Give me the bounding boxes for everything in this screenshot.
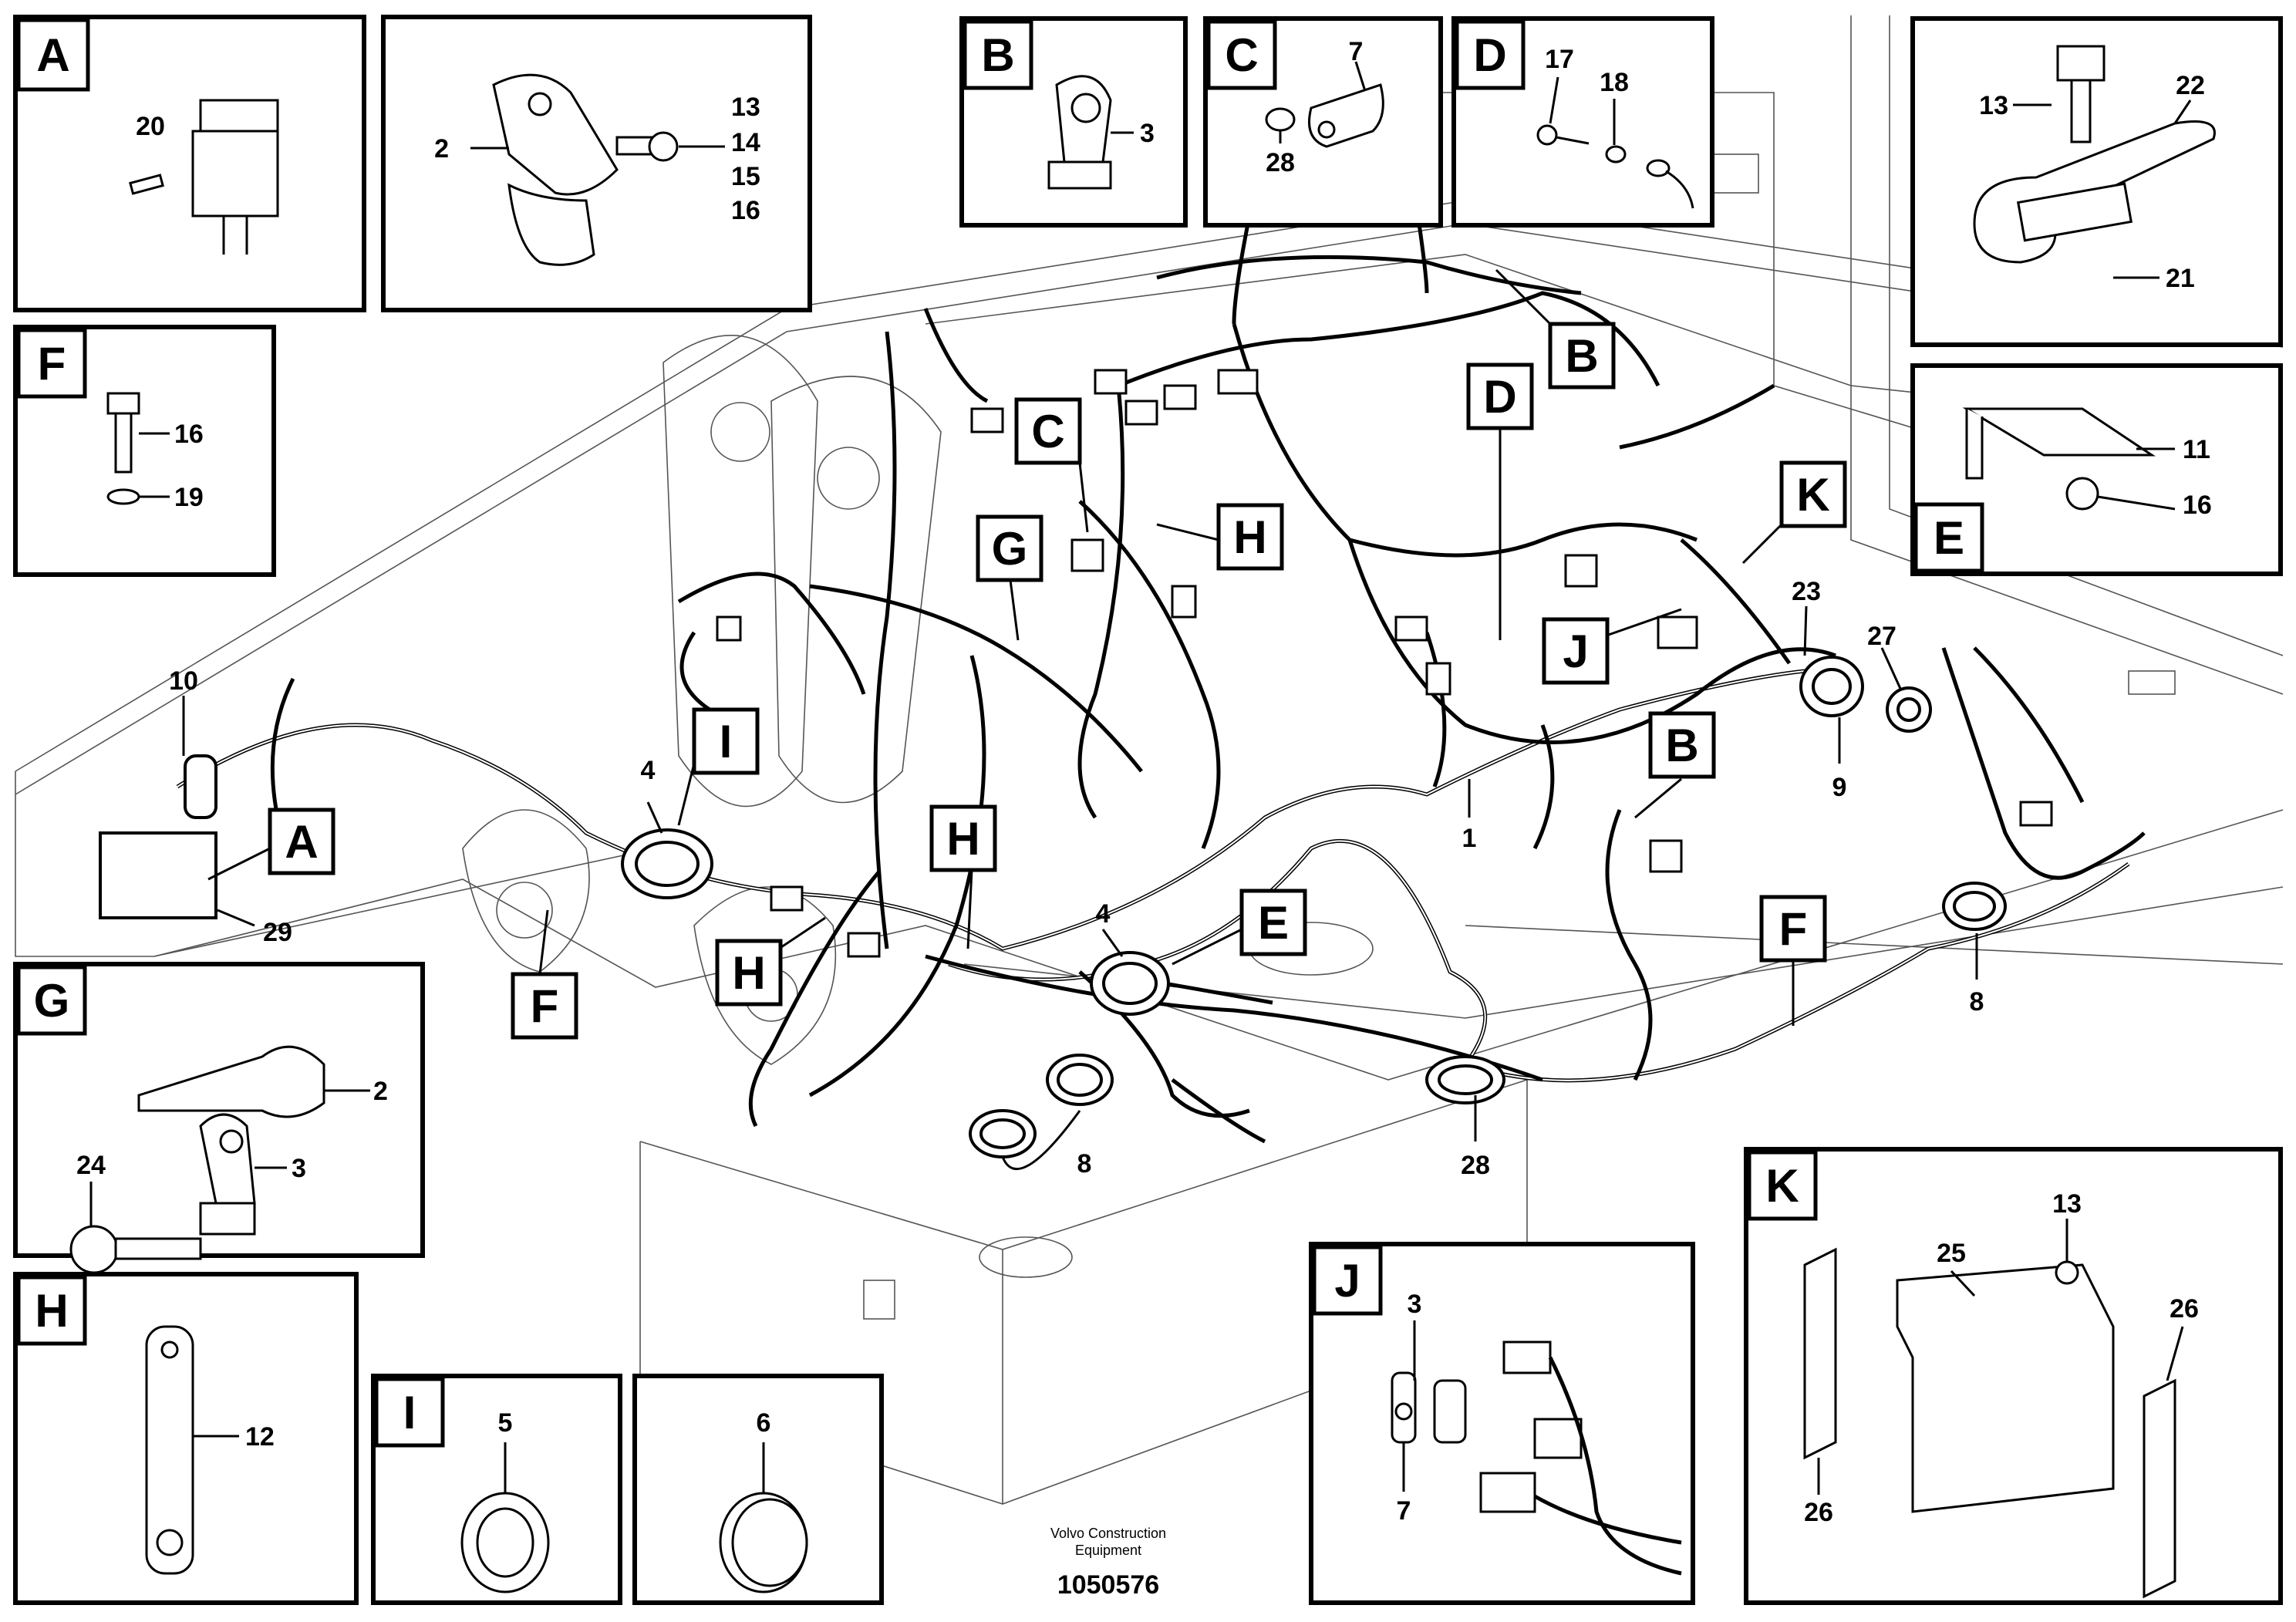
publisher-line-2: Equipment	[1075, 1543, 1141, 1558]
part-number-26: 26	[1804, 1498, 1833, 1527]
part-number-13: 13	[731, 93, 760, 122]
connectors	[716, 369, 2053, 958]
panel-letter: H	[35, 1285, 68, 1337]
panel-letter: E	[1934, 512, 1964, 564]
panel-letter: D	[1473, 29, 1506, 81]
panel-letter: K	[1765, 1160, 1799, 1212]
callout-tag-e: E	[1258, 897, 1289, 949]
panel-i: I 5	[371, 1374, 622, 1605]
panel-c: C 7 28	[1203, 16, 1443, 228]
panel-f: F 16 19	[13, 325, 276, 577]
panel-e: E 11 16	[1910, 363, 2283, 576]
panel-letter: I	[403, 1387, 416, 1438]
callout-tag-f: F	[1779, 903, 1808, 955]
part-number-2: 2	[373, 1077, 388, 1106]
panel-letter: B	[981, 29, 1014, 81]
callout-tag-a: A	[285, 816, 318, 868]
panel-clip-detail: 2 13 14 15 16	[381, 15, 812, 312]
part-number-20: 20	[136, 112, 165, 141]
callout-tags: A B B C D E F F G H	[207, 268, 1847, 1040]
panel-b: B 3	[959, 16, 1188, 228]
callout-number-4: 4	[641, 756, 656, 785]
callout-number-10: 10	[169, 666, 198, 696]
callout-numbers: 1 4 4 8 8 9 10 23 27 28 29	[169, 577, 1984, 1180]
part-number-25: 25	[1937, 1239, 1966, 1268]
panel-g: G 2 3 24	[13, 962, 425, 1274]
part-number-11: 11	[2183, 435, 2210, 464]
part-number-6: 6	[757, 1408, 771, 1438]
part-number-19: 19	[174, 483, 204, 512]
part-number-24: 24	[76, 1151, 106, 1180]
part-number-13: 13	[2052, 1189, 2082, 1219]
part-number-15: 15	[731, 162, 760, 191]
panel-letter: C	[1225, 29, 1258, 81]
callout-tag-j: J	[1563, 626, 1588, 677]
panel-letter: J	[1334, 1255, 1360, 1307]
part-number-5: 5	[498, 1408, 513, 1438]
part-number-17: 17	[1545, 45, 1574, 74]
callout-tag-h: H	[1233, 511, 1266, 563]
callout-number-8: 8	[1970, 987, 1984, 1017]
callout-tag-d: D	[1483, 371, 1516, 423]
part-number-16: 16	[2183, 491, 2212, 520]
callout-number-29: 29	[263, 918, 292, 947]
part-number-3: 3	[1408, 1290, 1422, 1319]
callout-number-28: 28	[1461, 1151, 1490, 1180]
callout-number-23: 23	[1792, 577, 1821, 606]
panel-j: J 3 7	[1309, 1242, 1695, 1605]
callout-tag-g: G	[992, 523, 1028, 575]
document-number: 1050576	[1057, 1570, 1159, 1600]
panel-letter-box	[16, 18, 90, 92]
callout-tag-b: B	[1565, 330, 1598, 382]
panel-letter: F	[38, 338, 66, 389]
part-number-14: 14	[731, 128, 760, 157]
callout-number-27: 27	[1867, 622, 1896, 651]
grommets	[99, 656, 2007, 1158]
callout-tag-i: I	[720, 716, 733, 767]
callout-number-9: 9	[1832, 773, 1847, 802]
main-assembly	[15, 15, 2284, 1505]
part-number-18: 18	[1600, 68, 1629, 97]
callout-tag-c: C	[1031, 406, 1064, 457]
panel-a: A 20	[13, 15, 366, 312]
part-number-7: 7	[1349, 37, 1364, 66]
panel-d: D 17 18	[1451, 16, 1714, 228]
callout-tag-f: F	[531, 980, 559, 1032]
part-number-16: 16	[731, 196, 760, 225]
callout-tag-h: H	[732, 947, 765, 999]
panel-letter: G	[34, 975, 70, 1027]
panel-clamp-detail: 13 22 21	[1910, 16, 2283, 347]
callout-number-4: 4	[1096, 899, 1111, 929]
part-number-3: 3	[292, 1154, 306, 1183]
footer: Volvo Construction Equipment 1050576	[1050, 1526, 1166, 1600]
wire-harness	[176, 215, 2146, 1144]
panel-k: K 25 13 26 26	[1744, 1147, 2283, 1605]
callout-tag-b: B	[1665, 720, 1698, 771]
part-number-3: 3	[1140, 119, 1155, 148]
callout-number-1: 1	[1462, 824, 1477, 853]
publisher-line-1: Volvo Construction	[1050, 1526, 1166, 1541]
part-number-7: 7	[1397, 1496, 1411, 1526]
callout-tag-h: H	[946, 813, 979, 865]
part-number-16: 16	[174, 420, 204, 449]
part-number-28: 28	[1266, 148, 1295, 177]
part-number-13: 13	[1979, 91, 2008, 120]
callout-tag-k: K	[1796, 469, 1829, 521]
panel-grommet-6: 6	[632, 1374, 884, 1605]
part-number-2: 2	[434, 134, 449, 164]
part-number-12: 12	[245, 1422, 275, 1452]
callout-number-8: 8	[1077, 1149, 1092, 1179]
part-number-21: 21	[2166, 264, 2195, 293]
part-number-26: 26	[2170, 1294, 2199, 1324]
part-number-22: 22	[2176, 71, 2205, 100]
panel-letter: A	[36, 29, 69, 81]
panel-h: H 12	[13, 1272, 359, 1605]
